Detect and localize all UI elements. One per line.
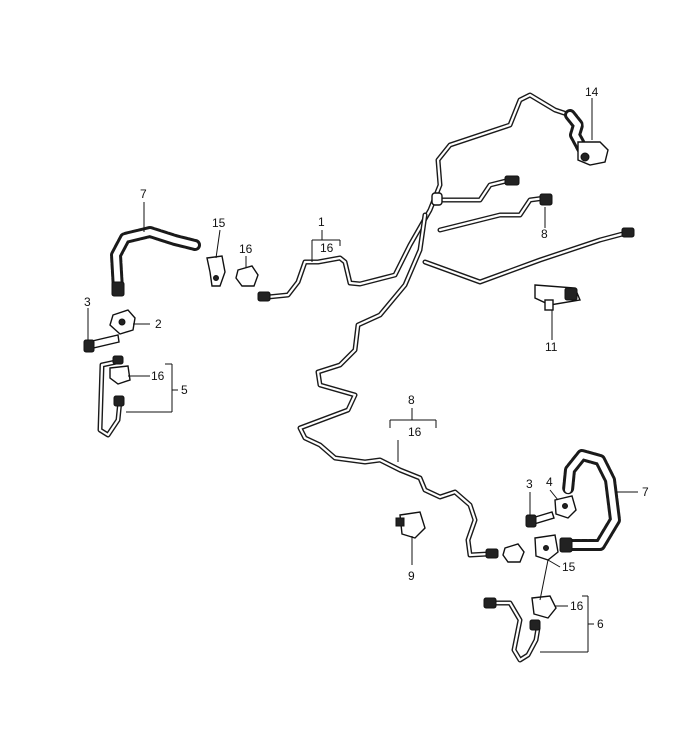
callout-8: 8 bbox=[408, 393, 415, 407]
callout-16: 16 bbox=[408, 425, 422, 439]
clip-9 bbox=[395, 511, 426, 539]
callout-16: 16 bbox=[570, 599, 584, 613]
callout-11: 11 bbox=[545, 340, 558, 354]
distributor-11 bbox=[534, 284, 581, 311]
fitting-rear-nut bbox=[485, 548, 499, 559]
callout-15: 15 bbox=[562, 560, 576, 574]
clip-16-left bbox=[235, 265, 259, 287]
hose-14 bbox=[564, 109, 609, 166]
line-6-right bbox=[483, 595, 557, 663]
callout-2: 2 bbox=[155, 317, 162, 331]
callout-5: 5 bbox=[181, 383, 188, 397]
bracket-15-left bbox=[206, 255, 226, 287]
callout-15: 15 bbox=[212, 216, 226, 230]
fitting-8-nut bbox=[539, 193, 553, 206]
callout-9: 9 bbox=[408, 569, 415, 583]
callout-8: 8 bbox=[541, 227, 548, 241]
fitting-front-right-nut bbox=[504, 175, 520, 186]
clip-16-line5 bbox=[109, 365, 131, 385]
callout-14: 14 bbox=[585, 85, 599, 99]
bolt-3-left bbox=[83, 334, 120, 353]
brake-pipe-network bbox=[265, 92, 633, 558]
callout-3: 3 bbox=[84, 295, 91, 309]
clip-16-line6 bbox=[531, 595, 557, 619]
pipe-to-rear bbox=[297, 212, 491, 558]
line-5-left bbox=[97, 355, 131, 438]
callout-4: 4 bbox=[546, 475, 553, 489]
leader-lines bbox=[87, 98, 638, 653]
clip-16-rear bbox=[502, 543, 525, 563]
bracket-2-left bbox=[109, 309, 136, 335]
callout-6: 6 bbox=[597, 617, 604, 631]
bolt-3-right bbox=[525, 511, 555, 528]
callout-7: 7 bbox=[642, 485, 649, 499]
callout-7: 7 bbox=[140, 187, 147, 201]
callout-16: 16 bbox=[239, 242, 253, 256]
fitting-left-nut bbox=[257, 291, 271, 302]
bracket-15-right bbox=[534, 534, 559, 561]
callout-3: 3 bbox=[526, 477, 533, 491]
pipe-clip-junction bbox=[431, 192, 443, 206]
callout-labels: 1 16 2 3 5 7 8 11 14 15 16 16 8 16 3 4 7… bbox=[84, 85, 649, 631]
hose-7-right bbox=[559, 449, 621, 553]
hose-7-left bbox=[110, 226, 201, 297]
bracket-4-right bbox=[554, 495, 577, 519]
callout-16: 16 bbox=[151, 369, 165, 383]
fitting-long-pipe-nut bbox=[621, 227, 635, 238]
callout-1: 1 bbox=[318, 215, 325, 229]
pipe-fittings bbox=[257, 175, 635, 559]
callout-16: 16 bbox=[320, 241, 334, 255]
